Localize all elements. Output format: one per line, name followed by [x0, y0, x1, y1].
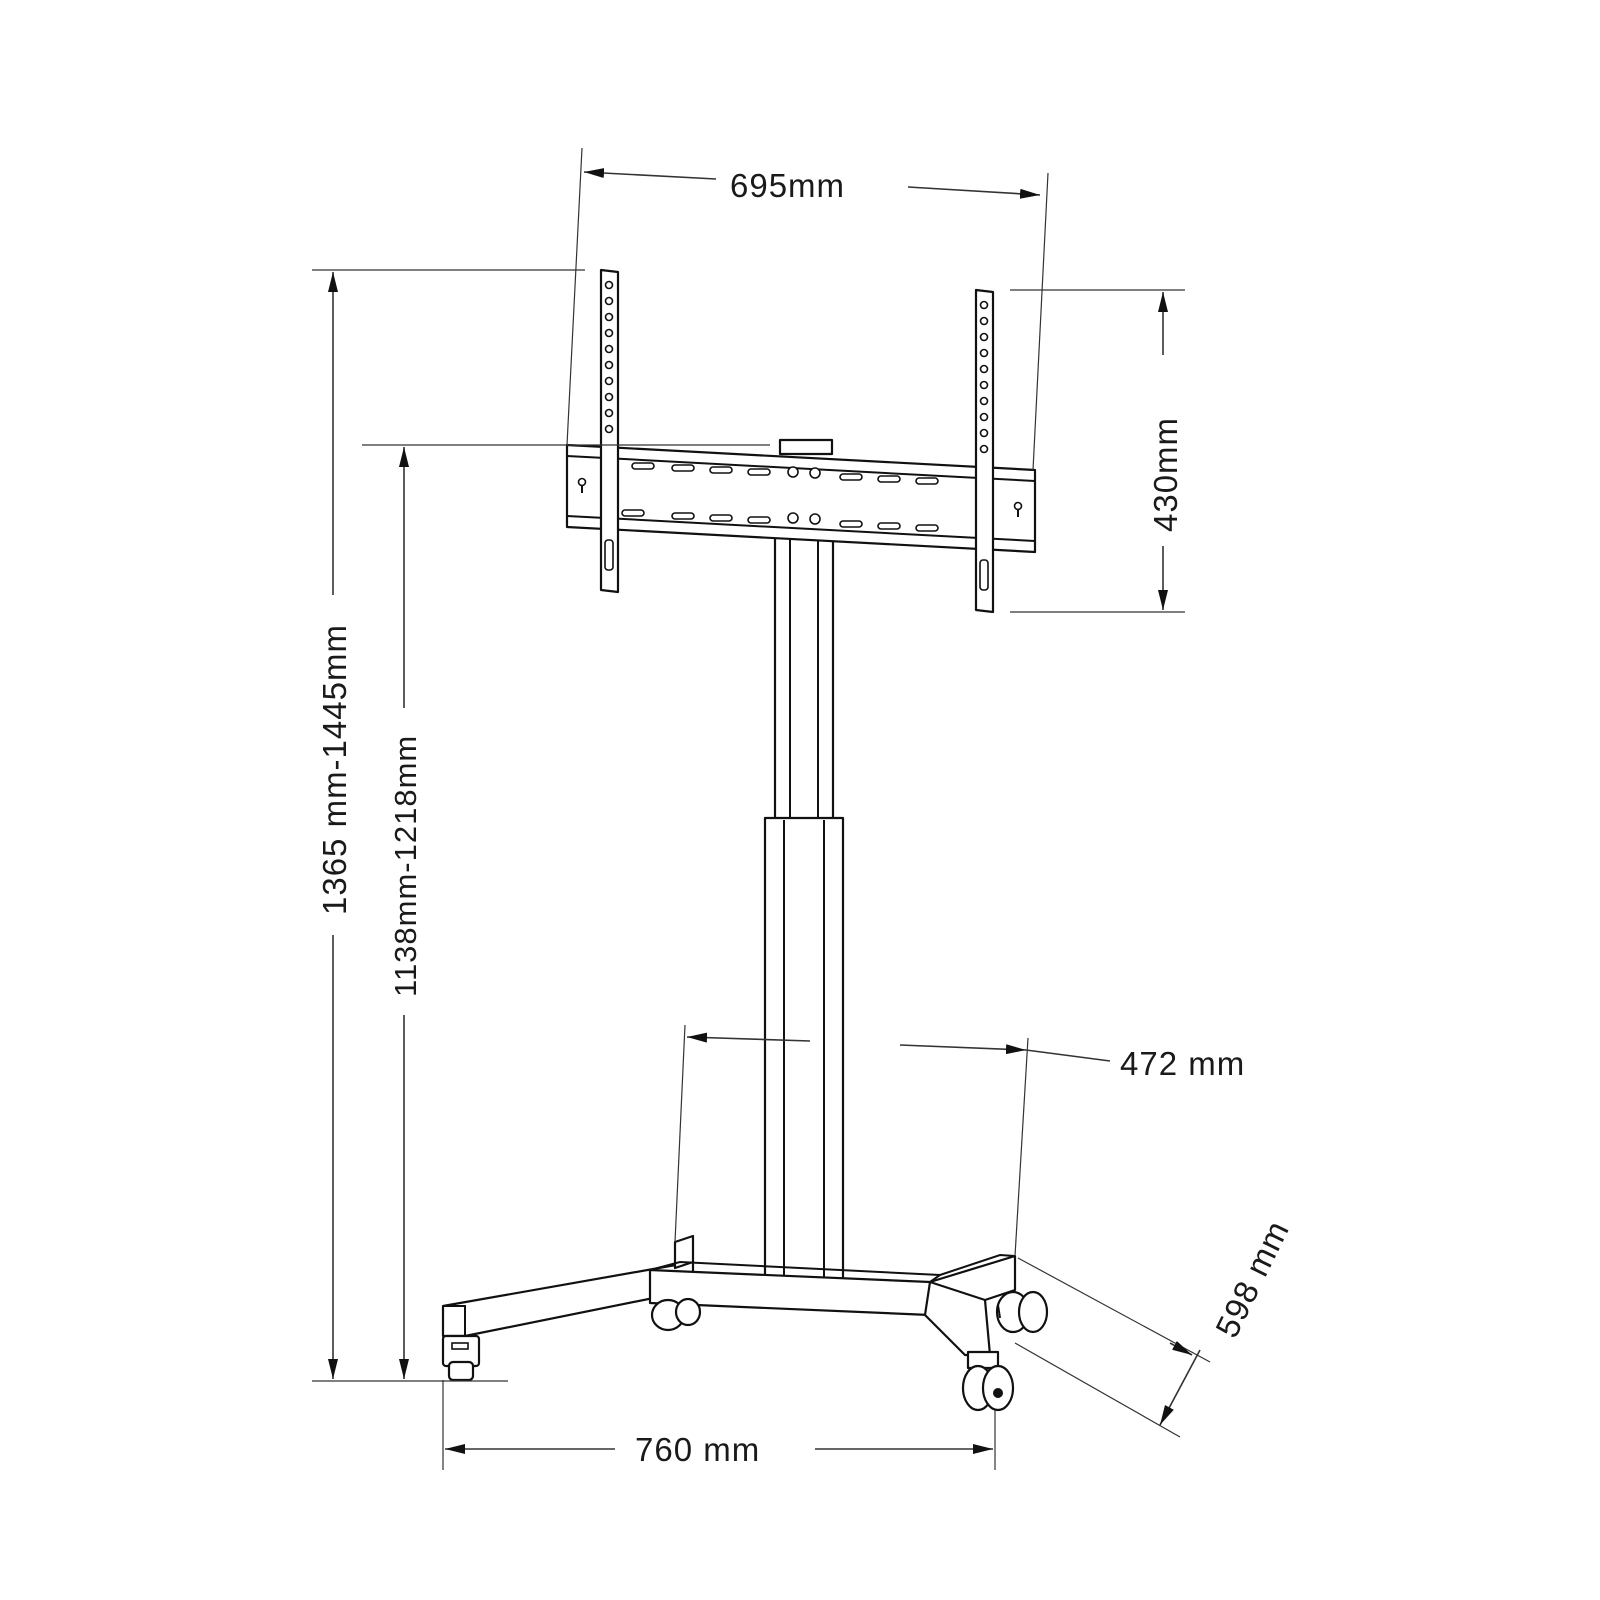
dimension-bracket-bottom-height: 1138mm-1218mm — [362, 444, 770, 1379]
caster-wheel — [961, 1350, 1015, 1412]
dim-label-472: 472 mm — [1120, 1045, 1245, 1082]
bracket-slots — [621, 462, 939, 532]
caster-wheel — [441, 1334, 481, 1382]
vesa-mounting-bracket — [565, 438, 1037, 554]
dim-label-598: 598 mm — [1208, 1214, 1296, 1343]
lock-icon — [1013, 501, 1023, 517]
dimension-bracket-width: 695mm — [566, 147, 1049, 471]
caster-wheel — [995, 1290, 1049, 1334]
dim-label-760: 760 mm — [635, 1431, 760, 1468]
dimension-base-width: 760 mm — [442, 1380, 996, 1470]
dimension-base-depth: 598 mm — [1014, 1214, 1296, 1438]
dim-label-430: 430mm — [1147, 417, 1184, 532]
dim-label-total-height: 1365 mm-1445mm — [316, 624, 353, 915]
dim-label-695: 695mm — [730, 167, 845, 204]
base-frame — [441, 1234, 1017, 1357]
column-pole — [763, 518, 845, 1282]
tv-stand — [441, 268, 1049, 1412]
dimension-bracket-height: 430mm — [1010, 289, 1185, 613]
right-bracket-arm — [974, 288, 995, 614]
dimension-leg-spread: 472 mm — [674, 1024, 1245, 1257]
caster-wheel — [650, 1297, 702, 1332]
left-bracket-arm — [599, 268, 620, 594]
dimension-total-height: 1365 mm-1445mm — [312, 269, 585, 1382]
lock-icon — [577, 477, 587, 493]
dim-label-bracket-bottom-height: 1138mm-1218mm — [388, 735, 423, 997]
